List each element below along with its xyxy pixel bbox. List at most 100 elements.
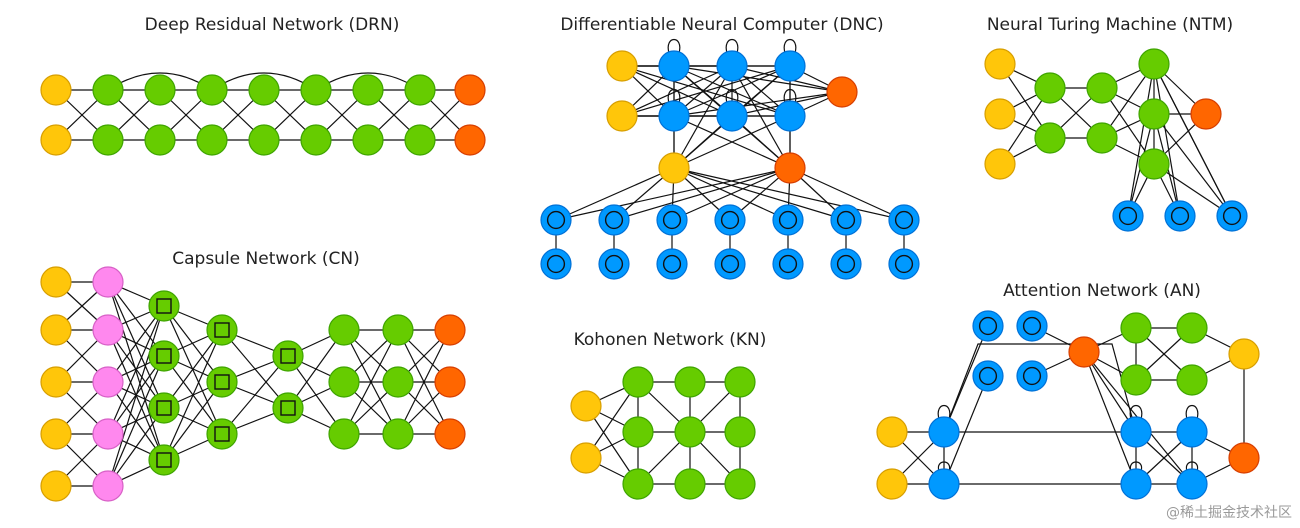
hidden-cell [92, 74, 124, 106]
hidden-cell [248, 74, 280, 106]
recurrent-memory-cell [716, 100, 748, 132]
hidden-cell [1120, 364, 1152, 396]
input-cell [40, 74, 72, 106]
hidden-cell [328, 314, 360, 346]
recurrent-loop [667, 88, 681, 104]
memory-cell [656, 204, 688, 236]
input-cell [876, 468, 908, 500]
recurrent-loop [783, 38, 797, 54]
memory-cell [1112, 200, 1144, 232]
connection-line [107, 407, 165, 487]
memory-cell-ring [978, 316, 998, 336]
memory-cell-ring [836, 210, 856, 230]
memory-cell-ring [604, 210, 624, 230]
recurrent-memory-cell [658, 100, 690, 132]
connection-line [673, 91, 843, 117]
connection-line [163, 305, 223, 383]
input-cell [40, 266, 72, 298]
recurrent-cell [1176, 416, 1208, 448]
output-cell [434, 314, 466, 346]
hidden-cell [404, 74, 436, 106]
memory-cell [1164, 200, 1196, 232]
kernel-cell [92, 470, 124, 502]
hidden-cell [352, 124, 384, 156]
recurrent-memory-cell [774, 100, 806, 132]
recurrent-loop [1129, 404, 1143, 420]
recurrent-loop [937, 404, 951, 420]
connection-line [107, 305, 165, 487]
hidden-cell [92, 124, 124, 156]
kohonen-cell [622, 468, 654, 500]
connection-line [1127, 63, 1155, 217]
recurrent-cell [928, 416, 960, 448]
recurrent-loop [725, 38, 739, 54]
memory-cell [714, 248, 746, 280]
hidden-cell [1086, 72, 1118, 104]
connection-line [943, 375, 989, 485]
recurrent-cell [1176, 468, 1208, 500]
memory-cell [830, 248, 862, 280]
memory-cell [972, 360, 1004, 392]
kn-network [570, 366, 756, 500]
connection-line [673, 115, 791, 169]
memory-cell [714, 204, 746, 236]
connection-line [163, 329, 223, 409]
connection-line [621, 65, 791, 117]
connection-line [731, 65, 791, 169]
kernel-cell [92, 314, 124, 346]
connection-line [789, 167, 905, 221]
cn-title: Capsule Network (CN) [172, 249, 360, 269]
recurrent-loop [937, 461, 951, 472]
input-cell [984, 148, 1016, 180]
controller-cell [1138, 48, 1170, 80]
recurrent-loop [667, 38, 681, 54]
output-cell [434, 418, 466, 450]
memory-cell-ring [546, 254, 566, 274]
memory-cell [830, 204, 862, 236]
capsule-cell [272, 340, 304, 372]
memory-cell [1216, 200, 1248, 232]
kernel-cell [92, 418, 124, 450]
memory-cell-ring [778, 210, 798, 230]
controller-cell [1138, 98, 1170, 130]
ntm-network [984, 48, 1248, 232]
input-cell [40, 470, 72, 502]
memory-cell-ring [546, 210, 566, 230]
hidden-cell [328, 366, 360, 398]
memory-cell [1016, 310, 1048, 342]
recurrent-loop [1185, 404, 1199, 420]
capsule-cell [206, 366, 238, 398]
kn-title: Kohonen Network (KN) [574, 330, 767, 350]
recurrent-memory-cell [658, 50, 690, 82]
capsule-cell [148, 392, 180, 424]
memory-cell-ring [836, 254, 856, 274]
hidden-cell [144, 124, 176, 156]
kernel-cell [92, 266, 124, 298]
input-cell [40, 124, 72, 156]
kohonen-cell [622, 366, 654, 398]
memory-cell-ring [662, 254, 682, 274]
hidden-cell [1034, 72, 1066, 104]
memory-cell [888, 204, 920, 236]
connection-line [107, 305, 165, 383]
hidden-cell [196, 74, 228, 106]
connection-line [1153, 113, 1233, 217]
output-cell [454, 124, 486, 156]
connection-line [163, 329, 223, 461]
recurrent-memory-cell [774, 50, 806, 82]
connection-line [673, 65, 843, 93]
output-cell [1228, 442, 1260, 474]
output-cell [1228, 338, 1260, 370]
connection-line [673, 65, 733, 169]
output-cell [826, 76, 858, 108]
cn-network [40, 266, 466, 502]
recurrent-loop [1185, 461, 1199, 472]
connection-line [397, 329, 451, 435]
hidden-cell [1034, 122, 1066, 154]
hidden-cell [196, 124, 228, 156]
capsule-cell [148, 444, 180, 476]
hidden-cell [352, 74, 384, 106]
capsule-square [156, 400, 172, 416]
memory-cell [772, 204, 804, 236]
